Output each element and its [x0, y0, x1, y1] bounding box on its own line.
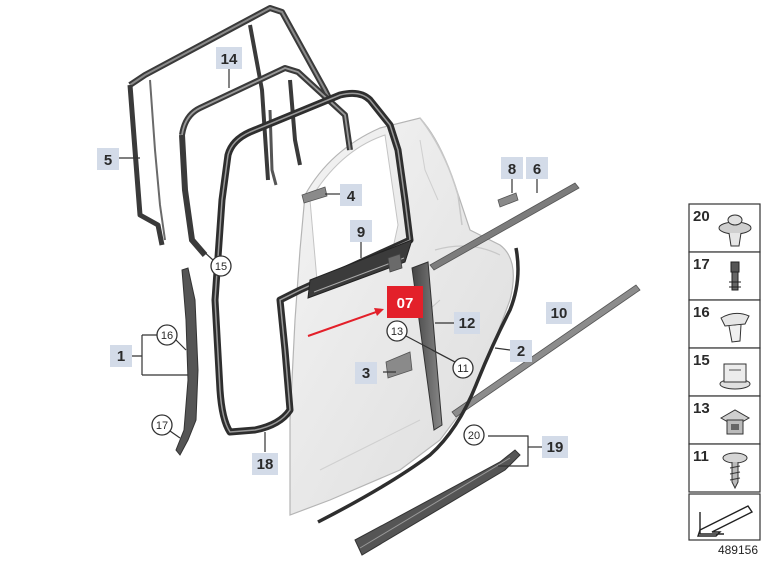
circle-labels: 16 17 15 13 11 20	[151, 249, 485, 446]
legend-row-13: 13	[688, 395, 761, 445]
highlight-badge[interactable]	[387, 286, 423, 318]
legend-cell	[688, 443, 761, 493]
clip-15-icon	[719, 363, 751, 390]
screw-11-icon	[722, 452, 748, 490]
window-frame-seal	[127, 5, 333, 246]
legend-row-17: 17	[688, 251, 761, 301]
callout-12: 12	[459, 315, 476, 332]
callout-10: 10	[551, 305, 568, 322]
sill-trim	[354, 449, 521, 556]
door-seal	[211, 89, 414, 436]
fastener-legend: 20 17 16 15 13 11	[688, 203, 761, 493]
callout-3: 3	[362, 365, 370, 382]
legend-row-20: 20	[688, 203, 761, 253]
legend-row-15: 15	[688, 347, 761, 397]
highlight-callout[interactable]: 07	[307, 286, 423, 337]
belt-strip	[451, 284, 641, 418]
circle-17: 17	[156, 420, 168, 432]
legend-number: 11	[693, 448, 709, 465]
legend-number: 13	[693, 400, 710, 417]
legend-number: 16	[693, 304, 710, 321]
lower-seal	[317, 247, 520, 524]
circle-15: 15	[215, 261, 227, 273]
legend-number: 17	[693, 256, 710, 273]
inner-frame-seal	[179, 65, 353, 257]
callout-19: 19	[547, 439, 564, 456]
callout-5: 5	[104, 152, 112, 169]
callout-1: 1	[117, 348, 125, 365]
callout-14: 14	[221, 51, 238, 68]
legend-number: 20	[693, 208, 710, 225]
callout-8: 8	[508, 161, 516, 178]
callout-9: 9	[357, 224, 365, 241]
clip-20-icon	[718, 214, 752, 247]
legend-number: 15	[693, 352, 710, 369]
legend-row-16: 16	[688, 299, 761, 349]
highlight-label: 07	[397, 295, 414, 312]
callout-4: 4	[347, 188, 356, 205]
circle-11: 11	[457, 363, 468, 375]
callout-labels: 5 14 4 9 8 6 10 12 2 3 18 19	[97, 47, 572, 475]
clip-13-icon	[719, 409, 751, 435]
trim-part-4	[301, 186, 328, 204]
direction-arrow-box	[688, 493, 761, 541]
legend-cell	[688, 395, 761, 445]
circle-20: 20	[468, 430, 480, 442]
callout-6: 6	[533, 161, 541, 178]
callout-2: 2	[517, 343, 525, 360]
callout-18: 18	[257, 456, 274, 473]
clip-17-icon	[729, 261, 741, 291]
upper-strip	[429, 182, 580, 271]
circle-16: 16	[161, 330, 173, 342]
legend-row-11: 11	[688, 443, 761, 493]
reference-number: 489156	[718, 543, 758, 557]
clip-16-icon	[720, 312, 750, 343]
circle-13: 13	[391, 326, 403, 338]
pillar-part-1	[175, 267, 199, 456]
